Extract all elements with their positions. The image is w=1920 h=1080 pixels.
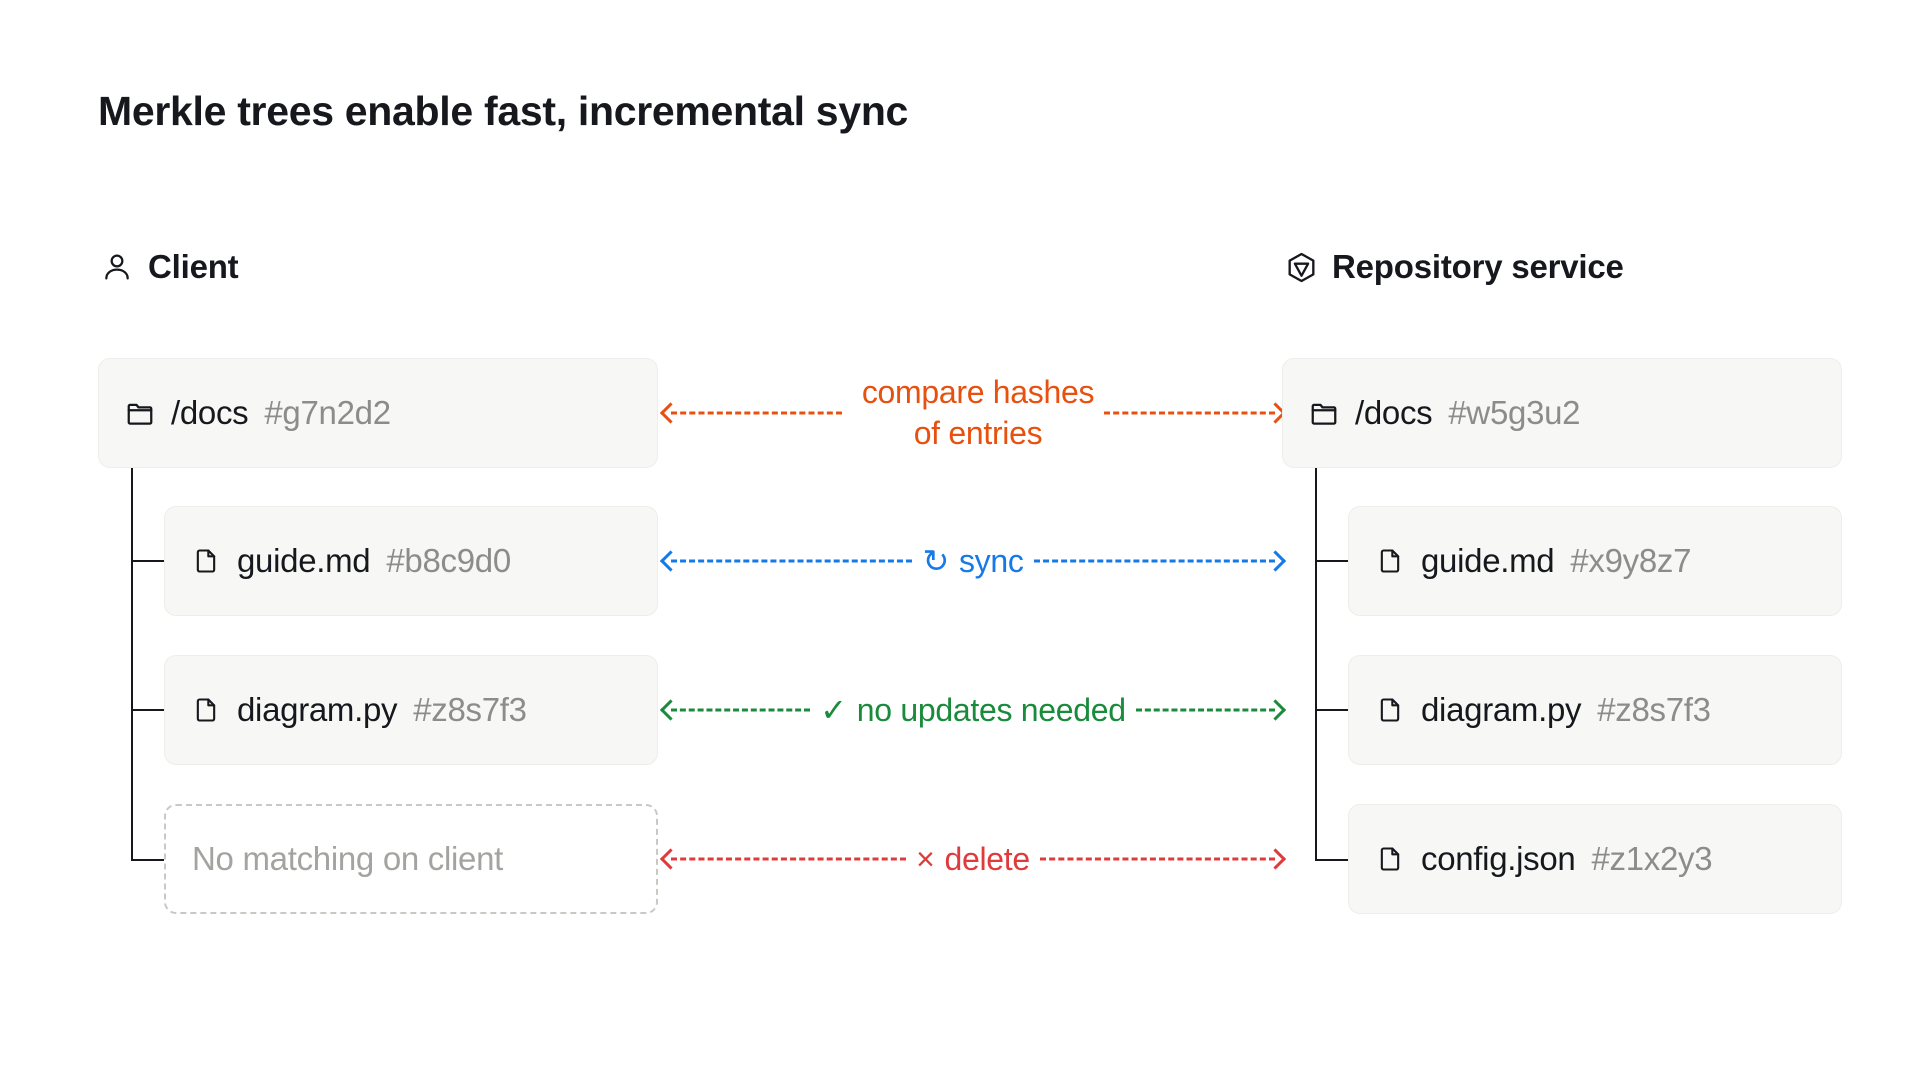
tree-node-root[interactable]: /docs #g7n2d2: [98, 358, 658, 468]
node-label: /docs: [1355, 394, 1433, 431]
tree-node-root[interactable]: /docs #w5g3u2: [1282, 358, 1842, 468]
package-icon: [1284, 250, 1318, 284]
placeholder-label: No matching on client: [192, 840, 504, 877]
column-header-repository: Repository service: [1284, 248, 1624, 286]
column-header-client: Client: [100, 248, 239, 286]
file-icon: [1375, 844, 1405, 874]
node-label: config.json: [1421, 840, 1576, 877]
column-title-repository: Repository service: [1332, 248, 1624, 285]
tree-node-child[interactable]: guide.md #x9y8z7: [1348, 506, 1842, 616]
arrow-left-icon: [659, 400, 842, 426]
relation-label: ✓ no updates needed: [820, 690, 1126, 731]
relation-delete: × delete: [659, 804, 1287, 914]
folder-icon: [125, 398, 155, 428]
file-icon: [191, 695, 221, 725]
relation-label: × delete: [916, 839, 1030, 880]
tree-trunk: [1315, 468, 1317, 861]
file-icon: [1375, 695, 1405, 725]
tree-branch: [131, 859, 164, 861]
node-hash: #g7n2d2: [264, 394, 391, 431]
relation-compare-hashes: compare hashes of entries: [659, 358, 1287, 468]
node-hash: #z1x2y3: [1591, 840, 1713, 877]
arrow-right-icon: [1135, 697, 1287, 723]
tree-node-child[interactable]: diagram.py #z8s7f3: [1348, 655, 1842, 765]
folder-icon: [1309, 398, 1339, 428]
tree-branch: [131, 560, 164, 562]
node-label: diagram.py: [237, 691, 398, 728]
relation-label: compare hashes of entries: [852, 372, 1095, 454]
file-icon: [1375, 546, 1405, 576]
file-icon: [191, 546, 221, 576]
relation-text: sync: [958, 542, 1024, 579]
refresh-icon: ↻: [922, 542, 949, 579]
arrow-right-icon: [1033, 548, 1287, 574]
tree-branch: [1315, 709, 1348, 711]
tree-node-placeholder: No matching on client: [164, 804, 658, 914]
relation-sync: ↻ sync: [659, 506, 1287, 616]
tree-node-child[interactable]: config.json #z1x2y3: [1348, 804, 1842, 914]
check-icon: ✓: [820, 691, 847, 728]
relation-text: delete: [944, 840, 1031, 877]
node-hash: #z8s7f3: [413, 691, 527, 728]
tree-branch: [1315, 859, 1348, 861]
arrow-left-icon: [659, 548, 913, 574]
arrow-right-icon: [1039, 846, 1287, 872]
tree-branch: [1315, 560, 1348, 562]
arrow-right-icon: [1104, 400, 1287, 426]
node-hash: #b8c9d0: [386, 542, 511, 579]
tree-branch: [131, 709, 164, 711]
node-label: diagram.py: [1421, 691, 1582, 728]
cross-icon: ×: [916, 840, 935, 877]
relation-text: compare hashes of entries: [861, 374, 1095, 451]
node-hash: #w5g3u2: [1448, 394, 1581, 431]
node-hash: #x9y8z7: [1570, 542, 1692, 579]
node-label: guide.md: [1421, 542, 1555, 579]
node-label: /docs: [171, 394, 249, 431]
tree-node-child[interactable]: diagram.py #z8s7f3: [164, 655, 658, 765]
page-title: Merkle trees enable fast, incremental sy…: [98, 88, 909, 134]
column-title-client: Client: [148, 248, 239, 285]
arrow-left-icon: [659, 697, 811, 723]
relation-text: no updates needed: [856, 691, 1126, 728]
node-label: guide.md: [237, 542, 371, 579]
arrow-left-icon: [659, 846, 907, 872]
tree-trunk: [131, 468, 133, 861]
relation-no-updates: ✓ no updates needed: [659, 655, 1287, 765]
tree-node-child[interactable]: guide.md #b8c9d0: [164, 506, 658, 616]
node-hash: #z8s7f3: [1597, 691, 1711, 728]
user-icon: [100, 250, 134, 284]
relation-label: ↻ sync: [922, 541, 1023, 582]
